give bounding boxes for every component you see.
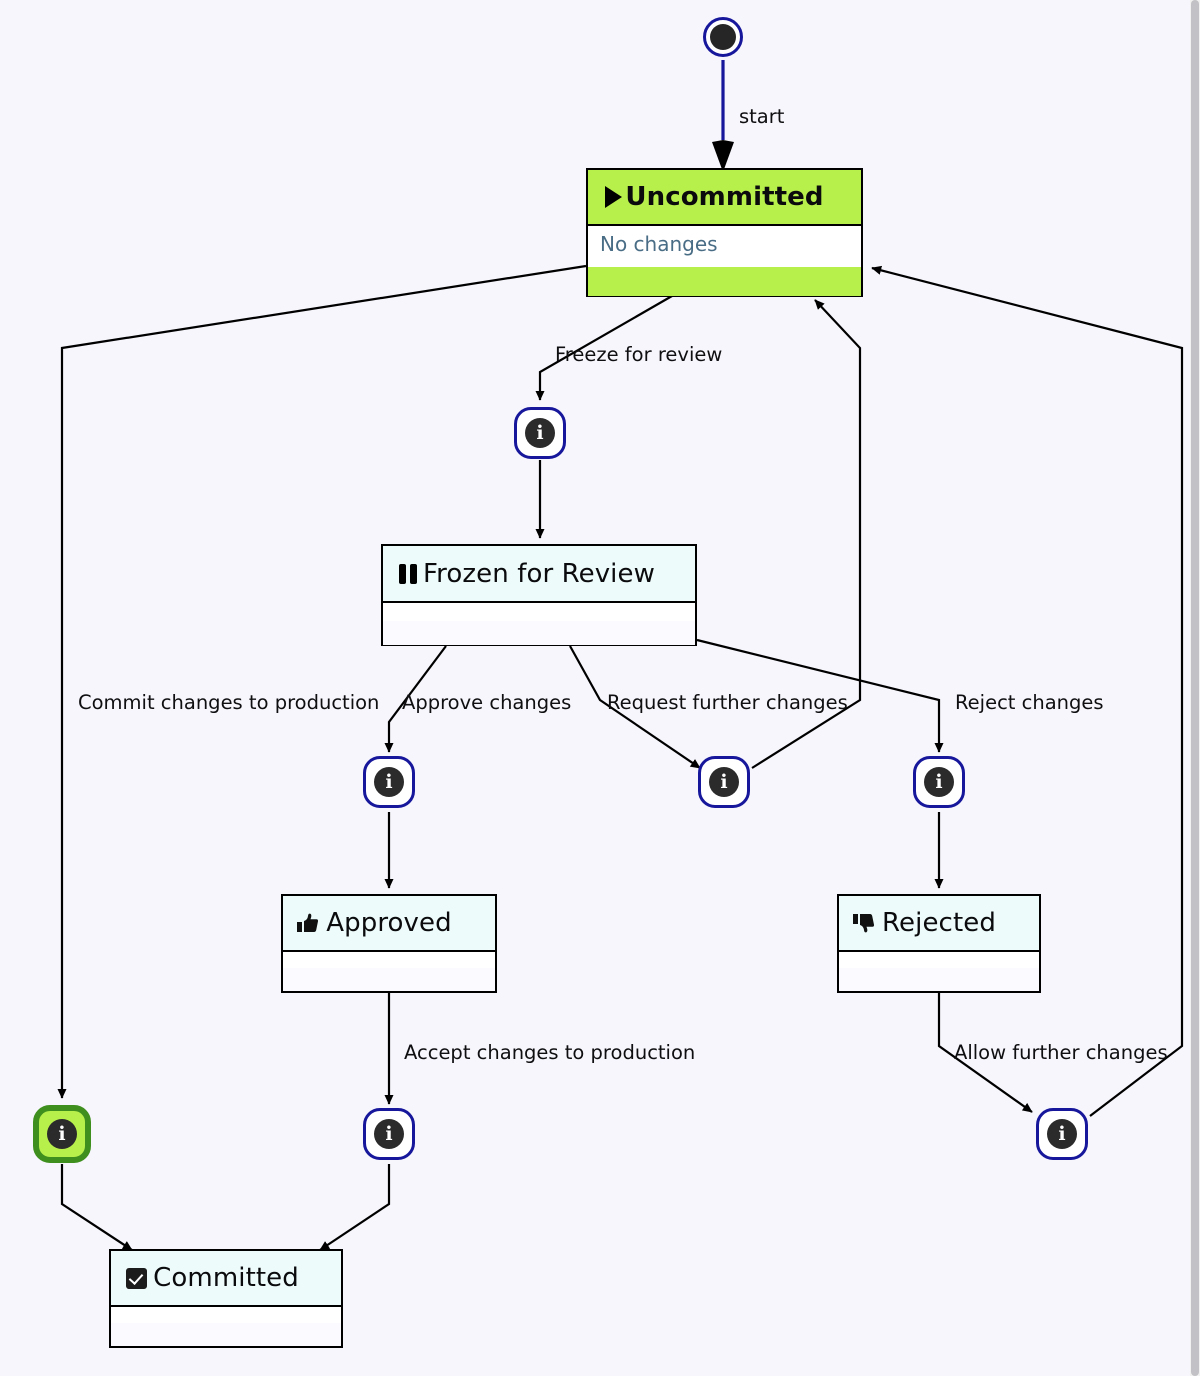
thumbs-down-icon [851, 910, 877, 936]
edge-label-request-further-changes: Request further changes [607, 691, 848, 714]
state-footer-frozen [383, 621, 695, 645]
choice-node-approve[interactable]: i [363, 756, 415, 808]
edge-start-to-uncommitted [712, 60, 734, 172]
choice-node-commit[interactable]: i [33, 1105, 91, 1163]
vertical-scrollbar[interactable] [1190, 0, 1200, 1376]
edge-label-reject-changes: Reject changes [955, 691, 1104, 714]
filled-circle-icon [710, 24, 736, 50]
info-icon: i [924, 767, 954, 797]
state-title-committed: Committed [153, 1263, 299, 1293]
choice-node-request[interactable]: i [698, 756, 750, 808]
state-body-uncommitted: No changes [588, 226, 861, 267]
info-icon: i [374, 1119, 404, 1149]
state-node-approved[interactable]: Approved [281, 894, 497, 993]
thumbs-up-icon [295, 910, 321, 936]
info-icon: i [374, 767, 404, 797]
state-body-approved [283, 952, 495, 968]
state-node-uncommitted[interactable]: Uncommitted No changes [586, 168, 863, 297]
play-icon [600, 184, 626, 210]
edge-label-allow-further-changes: Allow further changes [954, 1041, 1168, 1064]
state-footer-uncommitted [588, 267, 861, 296]
scrollbar-thumb[interactable] [1191, 0, 1199, 1376]
edge-choice-accept-to-committed [319, 1164, 391, 1251]
state-title-uncommitted: Uncommitted [625, 182, 824, 212]
state-node-committed[interactable]: Committed [109, 1249, 343, 1348]
state-header-frozen: Frozen for Review [383, 546, 695, 603]
edge-label-commit-changes-to-production: Commit changes to production [78, 691, 380, 714]
edge-label-accept-changes-to-production: Accept changes to production [404, 1041, 696, 1064]
start-node[interactable] [703, 17, 743, 57]
state-footer-approved [283, 968, 495, 991]
edge-label-approve-changes: Approve changes [402, 691, 572, 714]
info-icon: i [525, 418, 555, 448]
state-header-rejected: Rejected [839, 896, 1039, 952]
edge-label-start: start [739, 105, 785, 128]
choice-node-freeze[interactable]: i [514, 407, 566, 459]
state-body-text-uncommitted: No changes [600, 232, 718, 256]
state-header-committed: Committed [111, 1251, 341, 1307]
info-icon: i [47, 1119, 77, 1149]
info-icon: i [709, 767, 739, 797]
choice-node-reject[interactable]: i [913, 756, 965, 808]
edge-choice-commit-to-committed [60, 1164, 133, 1251]
edge-label-freeze-for-review: Freeze for review [555, 343, 723, 366]
pause-icon [395, 561, 421, 587]
checkbox-checked-icon [123, 1265, 149, 1291]
state-footer-committed [111, 1323, 341, 1346]
state-header-approved: Approved [283, 896, 495, 952]
state-header-uncommitted: Uncommitted [588, 170, 861, 226]
state-body-rejected [839, 952, 1039, 968]
choice-node-allow[interactable]: i [1036, 1108, 1088, 1160]
state-node-frozen-for-review[interactable]: Frozen for Review [381, 544, 697, 646]
state-body-frozen [383, 603, 695, 621]
state-title-frozen: Frozen for Review [423, 558, 655, 589]
info-icon: i [1047, 1119, 1077, 1149]
state-footer-rejected [839, 968, 1039, 991]
choice-node-accept[interactable]: i [363, 1108, 415, 1160]
state-node-rejected[interactable]: Rejected [837, 894, 1041, 993]
state-title-approved: Approved [326, 908, 452, 938]
state-title-rejected: Rejected [882, 908, 996, 938]
state-body-committed [111, 1307, 341, 1323]
